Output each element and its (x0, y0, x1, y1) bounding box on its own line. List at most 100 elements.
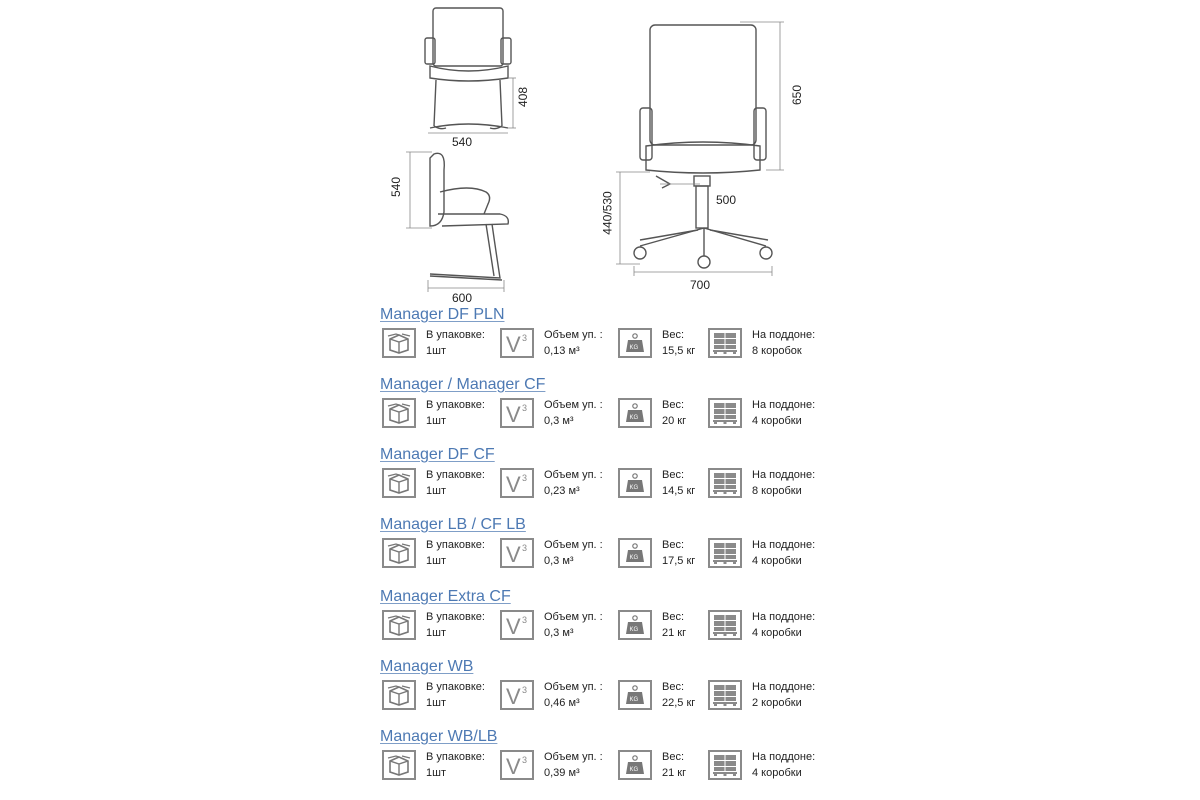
pallet-label: На поддоне: (752, 399, 816, 411)
box-icon (382, 328, 416, 358)
pallet-icon (708, 680, 742, 710)
box-icon (382, 468, 416, 498)
spec-title[interactable]: Manager LB / CF LB (380, 516, 526, 533)
front-view-chair-drawing (424, 7, 512, 130)
pack-label: В упаковке: (426, 329, 485, 341)
svg-text:V: V (506, 332, 521, 354)
pack-value: 1шт (426, 415, 446, 427)
box-icon (382, 680, 416, 710)
weight-value: 22,5 кг (662, 697, 696, 709)
volume-v3-icon: V 3 (500, 328, 534, 358)
pallet-icon (708, 328, 742, 358)
weight-value: 20 кг (662, 415, 687, 427)
pack-value: 1шт (426, 555, 446, 567)
svg-text:3: 3 (522, 615, 527, 625)
spec-title[interactable]: Manager / Manager CF (380, 376, 546, 393)
svg-text:KG: KG (630, 345, 639, 351)
svg-text:KG: KG (630, 415, 639, 421)
pack-label: В упаковке: (426, 399, 485, 411)
pack-value: 1шт (426, 767, 446, 779)
weight-kg-icon: KG (618, 398, 652, 428)
volume-v3-icon: V 3 (500, 538, 534, 568)
svg-text:3: 3 (522, 543, 527, 553)
pack-label: В упаковке: (426, 751, 485, 763)
pallet-value: 4 коробки (752, 627, 802, 639)
svg-text:V: V (506, 542, 521, 564)
svg-text:V: V (506, 472, 521, 494)
volume-v3-icon: V 3 (500, 750, 534, 780)
pallet-icon (708, 610, 742, 640)
dim-seat-height: 440/530 (600, 191, 615, 235)
weight-label: Вес: (662, 329, 685, 341)
weight-value: 17,5 кг (662, 555, 696, 567)
weight-kg-icon: KG (618, 610, 652, 640)
dim-front-height: 408 (516, 86, 531, 108)
pallet-value: 4 коробки (752, 415, 802, 427)
svg-text:3: 3 (522, 403, 527, 413)
svg-text:V: V (506, 684, 521, 706)
svg-text:3: 3 (522, 755, 527, 765)
side-view-chair-drawing (429, 152, 510, 281)
spec-block: Manager WB В упаковке: 1шт V 3 Объем уп.… (378, 658, 838, 728)
pallet-value: 8 коробки (752, 485, 802, 497)
pallet-icon (708, 468, 742, 498)
volume-label: Объем уп. : (544, 539, 603, 551)
weight-value: 15,5 кг (662, 345, 696, 357)
chair-drawings-svg (406, 7, 784, 292)
pack-value: 1шт (426, 697, 446, 709)
spec-title[interactable]: Manager DF PLN (380, 306, 505, 323)
svg-text:3: 3 (522, 685, 527, 695)
pallet-label: На поддоне: (752, 469, 816, 481)
weight-value: 21 кг (662, 767, 687, 779)
weight-kg-icon: KG (618, 468, 652, 498)
volume-value: 0,3 м³ (544, 555, 574, 567)
volume-label: Объем уп. : (544, 399, 603, 411)
weight-label: Вес: (662, 611, 685, 623)
volume-value: 0,46 м³ (544, 697, 580, 709)
box-icon (382, 538, 416, 568)
weight-kg-icon: KG (618, 538, 652, 568)
technical-drawings: 540 408 540 600 650 440/530 500 700 (0, 0, 1200, 310)
weight-label: Вес: (662, 751, 685, 763)
volume-label: Объем уп. : (544, 329, 603, 341)
dim-main-height: 650 (790, 84, 805, 106)
spec-block: Manager DF PLN В упаковке: 1шт V 3 Объем… (378, 306, 838, 376)
svg-text:KG: KG (630, 627, 639, 633)
svg-text:V: V (506, 754, 521, 776)
pack-value: 1шт (426, 485, 446, 497)
pallet-value: 2 коробки (752, 697, 802, 709)
spec-block: Manager DF CF В упаковке: 1шт V 3 Объем … (378, 446, 838, 516)
volume-v3-icon: V 3 (500, 610, 534, 640)
spec-title[interactable]: Manager DF CF (380, 446, 495, 463)
volume-label: Объем уп. : (544, 681, 603, 693)
spec-title[interactable]: Manager WB/LB (380, 728, 498, 745)
volume-value: 0,39 м³ (544, 767, 580, 779)
weight-label: Вес: (662, 681, 685, 693)
spec-block: Manager / Manager CF В упаковке: 1шт V 3… (378, 376, 838, 446)
pack-value: 1шт (426, 627, 446, 639)
volume-value: 0,23 м³ (544, 485, 580, 497)
pallet-value: 8 коробок (752, 345, 802, 357)
svg-text:V: V (506, 614, 521, 636)
pack-label: В упаковке: (426, 539, 485, 551)
box-icon (382, 750, 416, 780)
spec-title[interactable]: Manager Extra CF (380, 588, 511, 605)
pallet-value: 4 коробки (752, 767, 802, 779)
spec-block: Manager Extra CF В упаковке: 1шт V 3 Объ… (378, 588, 838, 658)
pallet-icon (708, 750, 742, 780)
pallet-icon (708, 538, 742, 568)
weight-label: Вес: (662, 399, 685, 411)
svg-text:KG: KG (630, 767, 639, 773)
spec-title[interactable]: Manager WB (380, 658, 474, 675)
pallet-label: На поддоне: (752, 539, 816, 551)
spec-block: Manager WB/LB В упаковке: 1шт V 3 Объем … (378, 728, 838, 798)
svg-text:3: 3 (522, 473, 527, 483)
pallet-label: На поддоне: (752, 611, 816, 623)
weight-kg-icon: KG (618, 328, 652, 358)
volume-value: 0,13 м³ (544, 345, 580, 357)
weight-value: 14,5 кг (662, 485, 696, 497)
pallet-icon (708, 398, 742, 428)
weight-kg-icon: KG (618, 680, 652, 710)
dim-seat-width: 500 (716, 193, 737, 207)
volume-label: Объем уп. : (544, 469, 603, 481)
